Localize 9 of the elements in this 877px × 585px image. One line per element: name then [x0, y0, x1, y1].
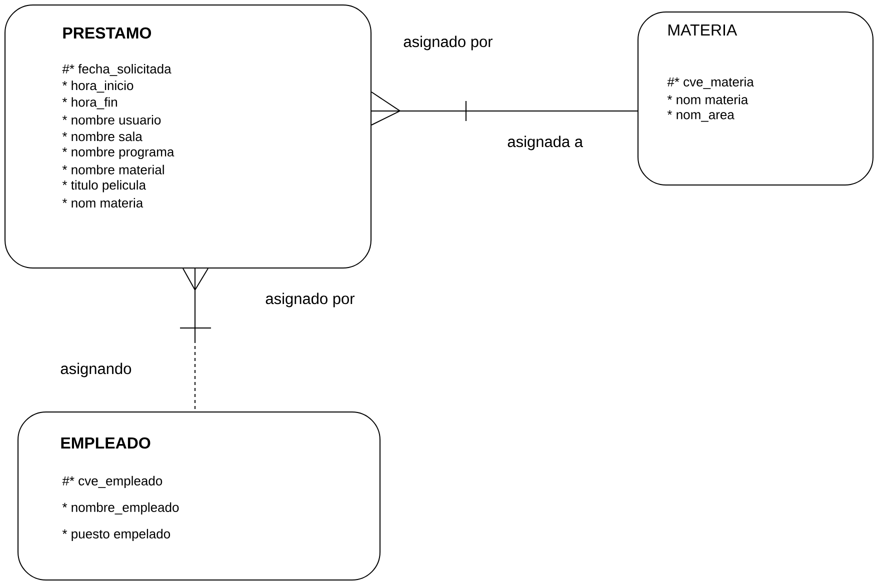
relationship-line: [371, 92, 638, 126]
entity-box: PRESTAMO #* fecha_solicitada * hora_inicio * hora_fin * nombre usuario * nombre sala * nombre programa * nombre material * titulo pelicula * nom materia: [4, 4, 372, 268]
relationship-label: asignada a: [508, 136, 583, 150]
relationship-label: asignado por: [266, 292, 355, 308]
relationship-label: asignado por: [404, 36, 493, 50]
entity-box: MATERIA #* cve_materia * nom materia * nom_area: [638, 12, 874, 186]
relationship-line: [180, 268, 212, 412]
relationship-label: asignando: [60, 362, 132, 378]
entity-box: EMPLEADO #* cve_empleado * nombre_empleado * puesto empelado: [18, 412, 380, 580]
